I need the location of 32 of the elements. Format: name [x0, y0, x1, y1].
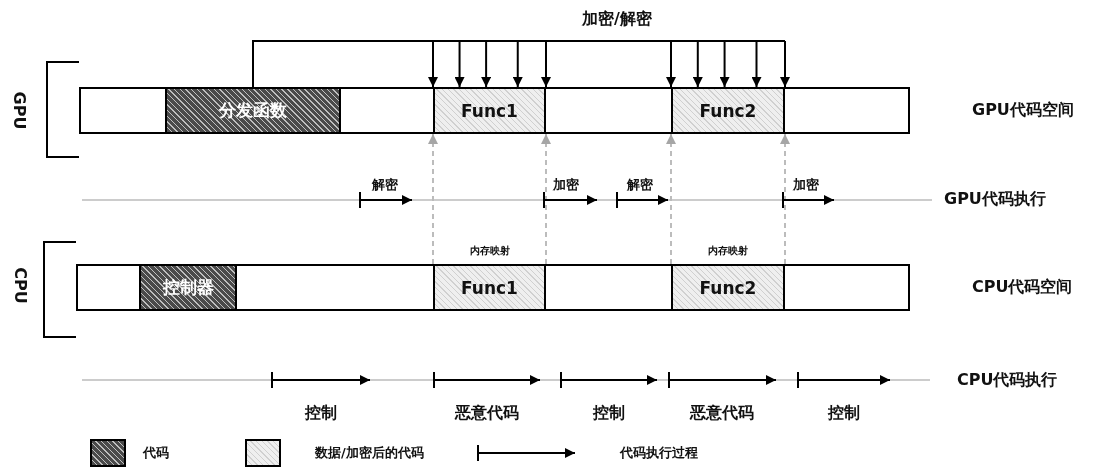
step-label: 加密	[793, 176, 819, 194]
mapping-arrow	[780, 133, 790, 265]
mapping-arrow	[428, 133, 438, 265]
branching-arrow	[252, 40, 790, 88]
row-label: CPU代码空间	[972, 277, 1073, 298]
step-label: 解密	[627, 176, 653, 194]
row-label: GPU代码空间	[972, 100, 1074, 121]
step-label: 控制	[305, 402, 337, 424]
code-block: Func1	[433, 264, 546, 311]
code-block: Func2	[671, 87, 785, 134]
edge-label: 加密/解密	[582, 8, 652, 30]
step-label: 控制	[593, 402, 625, 424]
mapping-label: 内存映射	[708, 244, 748, 258]
step-label: 解密	[372, 176, 398, 194]
mapping-arrow	[666, 133, 676, 265]
row-label: GPU代码执行	[944, 188, 1046, 210]
step-label: 加密	[553, 176, 579, 194]
legend-label: 数据/加密后的代码	[315, 444, 424, 462]
side-label: CPU	[10, 266, 30, 304]
mapping-arrow	[541, 133, 551, 265]
step-label: 恶意代码	[455, 402, 519, 424]
code-space-bar	[76, 264, 910, 311]
code-block: Func2	[671, 264, 785, 311]
code-block: Func1	[433, 87, 546, 134]
mapping-label: 内存映射	[469, 244, 510, 258]
step-label: 控制	[828, 402, 860, 424]
legend-label: 代码执行过程	[620, 444, 698, 462]
side-label: GPU	[10, 91, 30, 129]
code-space-bar	[79, 87, 910, 134]
row-label: CPU代码执行	[957, 369, 1058, 391]
step-label: 恶意代码	[690, 402, 754, 424]
legend-label: 代码	[143, 444, 169, 462]
